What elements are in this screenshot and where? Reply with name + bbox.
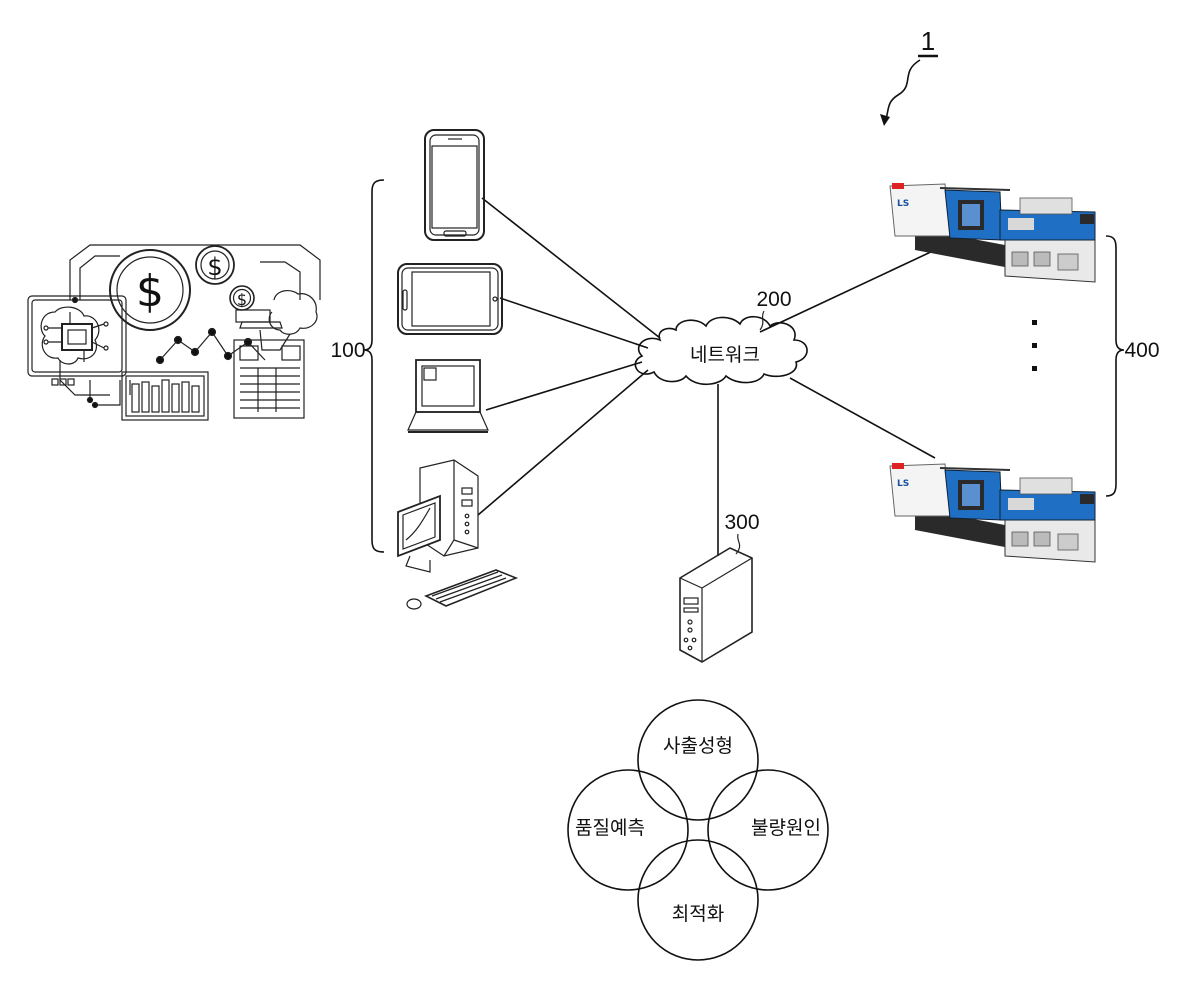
link-phone bbox=[482, 198, 660, 338]
arrow-head-icon bbox=[880, 114, 890, 126]
server-ref-label: 300 bbox=[724, 511, 759, 534]
function-defect-cause: 불량원인 bbox=[751, 817, 821, 839]
link-tablet bbox=[500, 298, 648, 348]
laptop-icon bbox=[408, 360, 488, 432]
venn-circle-injection bbox=[638, 700, 758, 820]
machine-brand-logo-bottom: LS bbox=[897, 479, 909, 489]
venn-circle-optimization bbox=[638, 840, 758, 960]
server-icon: 300 bbox=[680, 511, 760, 662]
system-ref-label: 1 bbox=[921, 26, 935, 56]
injection-machine-bottom-icon: LS bbox=[890, 463, 1095, 562]
network-label: 네트워크 bbox=[690, 344, 760, 366]
machines-bracket: 400 bbox=[1106, 236, 1160, 496]
dollar-coin-icon: $ bbox=[136, 266, 164, 317]
link-laptop bbox=[486, 362, 642, 410]
machine-brand-logo-top: LS bbox=[897, 199, 909, 209]
terminals-ref-label: 100 bbox=[330, 339, 365, 362]
ai-data-illustration: $ $ $ bbox=[28, 245, 320, 420]
link-desktop bbox=[478, 370, 648, 515]
terminals-bracket: 100 bbox=[330, 180, 384, 552]
network-cloud: 네트워크 200 bbox=[635, 288, 807, 384]
network-links bbox=[478, 198, 935, 556]
machines-ref-label: 400 bbox=[1124, 339, 1159, 362]
system-ref: 1 bbox=[880, 26, 938, 126]
function-optimization: 최적화 bbox=[672, 903, 724, 925]
smartphone-icon bbox=[425, 130, 484, 240]
dollar-coin-tiny-icon: $ bbox=[237, 290, 247, 309]
more-machines-dots bbox=[1032, 320, 1037, 371]
function-quality-prediction: 품질예측 bbox=[575, 817, 645, 839]
function-venn: 사출성형 품질예측 불량원인 최적화 bbox=[568, 700, 828, 960]
function-injection-molding: 사출성형 bbox=[663, 735, 733, 757]
desktop-computer-icon bbox=[398, 460, 516, 609]
dollar-coin-small-icon: $ bbox=[207, 253, 222, 281]
link-machine-bottom bbox=[790, 378, 935, 458]
injection-machine-top-icon: LS bbox=[890, 183, 1095, 282]
network-ref-label: 200 bbox=[756, 288, 791, 311]
tablet-icon bbox=[398, 264, 502, 334]
